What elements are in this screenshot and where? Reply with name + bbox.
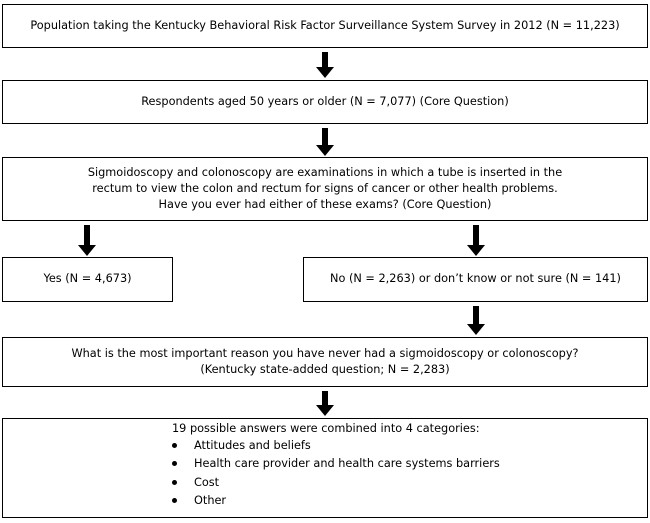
- arrow-stem: [322, 391, 328, 405]
- arrow-head: [467, 324, 485, 335]
- arrow-head: [467, 245, 485, 256]
- list-item-label: Attitudes and beliefs: [194, 439, 311, 453]
- list-item-label: Health care provider and health care sys…: [194, 457, 500, 471]
- list-item-label: Cost: [194, 475, 220, 489]
- categories-heading: 19 possible answers were combined into 4…: [172, 421, 480, 435]
- arrow-head: [316, 405, 334, 416]
- arrow-head: [78, 245, 96, 256]
- box-answer-yes: Yes (N = 4,673): [2, 257, 173, 302]
- bullet-icon: [172, 461, 177, 467]
- arrow-head: [316, 145, 334, 156]
- list-item-label: Other: [194, 493, 227, 507]
- list-item: Cost: [172, 475, 500, 489]
- arrow-stem: [473, 306, 479, 324]
- arrow-stem: [322, 128, 328, 145]
- box-categories: 19 possible answers were combined into 4…: [2, 418, 648, 518]
- box-sigmoidoscopy-question: Sigmoidoscopy and colonoscopy are examin…: [2, 157, 648, 221]
- box-answer-no-text: No (N = 2,263) or don’t know or not sure…: [330, 272, 621, 286]
- list-item: Other: [172, 495, 500, 506]
- box-respondents-text: Respondents aged 50 years or older (N = …: [141, 94, 509, 108]
- bullet-icon: [172, 497, 177, 503]
- bullet-icon: [172, 443, 177, 449]
- list-item: Health care provider and health care sys…: [172, 458, 500, 469]
- bullet-icon: [172, 479, 177, 485]
- arrow-stem: [84, 225, 90, 245]
- box-reason-question-text: What is the most important reason you ha…: [71, 346, 579, 376]
- categories-content: 19 possible answers were combined into 4…: [9, 421, 500, 513]
- box-reason-question: What is the most important reason you ha…: [2, 337, 648, 387]
- arrow-head: [316, 67, 334, 78]
- box-respondents: Respondents aged 50 years or older (N = …: [2, 80, 648, 124]
- box-sigmoidoscopy-question-text: Sigmoidoscopy and colonoscopy are examin…: [87, 165, 563, 212]
- box-answer-no: No (N = 2,263) or don’t know or not sure…: [303, 257, 648, 302]
- box-population-text: Population taking the Kentucky Behaviora…: [30, 18, 620, 32]
- box-answer-yes-text: Yes (N = 4,673): [43, 272, 132, 286]
- arrow-stem: [473, 225, 479, 245]
- arrow-stem: [322, 52, 328, 67]
- box-population: Population taking the Kentucky Behaviora…: [2, 4, 648, 48]
- list-item: Attitudes and beliefs: [172, 440, 500, 451]
- categories-list: Attitudes and beliefs Health care provid…: [139, 440, 500, 506]
